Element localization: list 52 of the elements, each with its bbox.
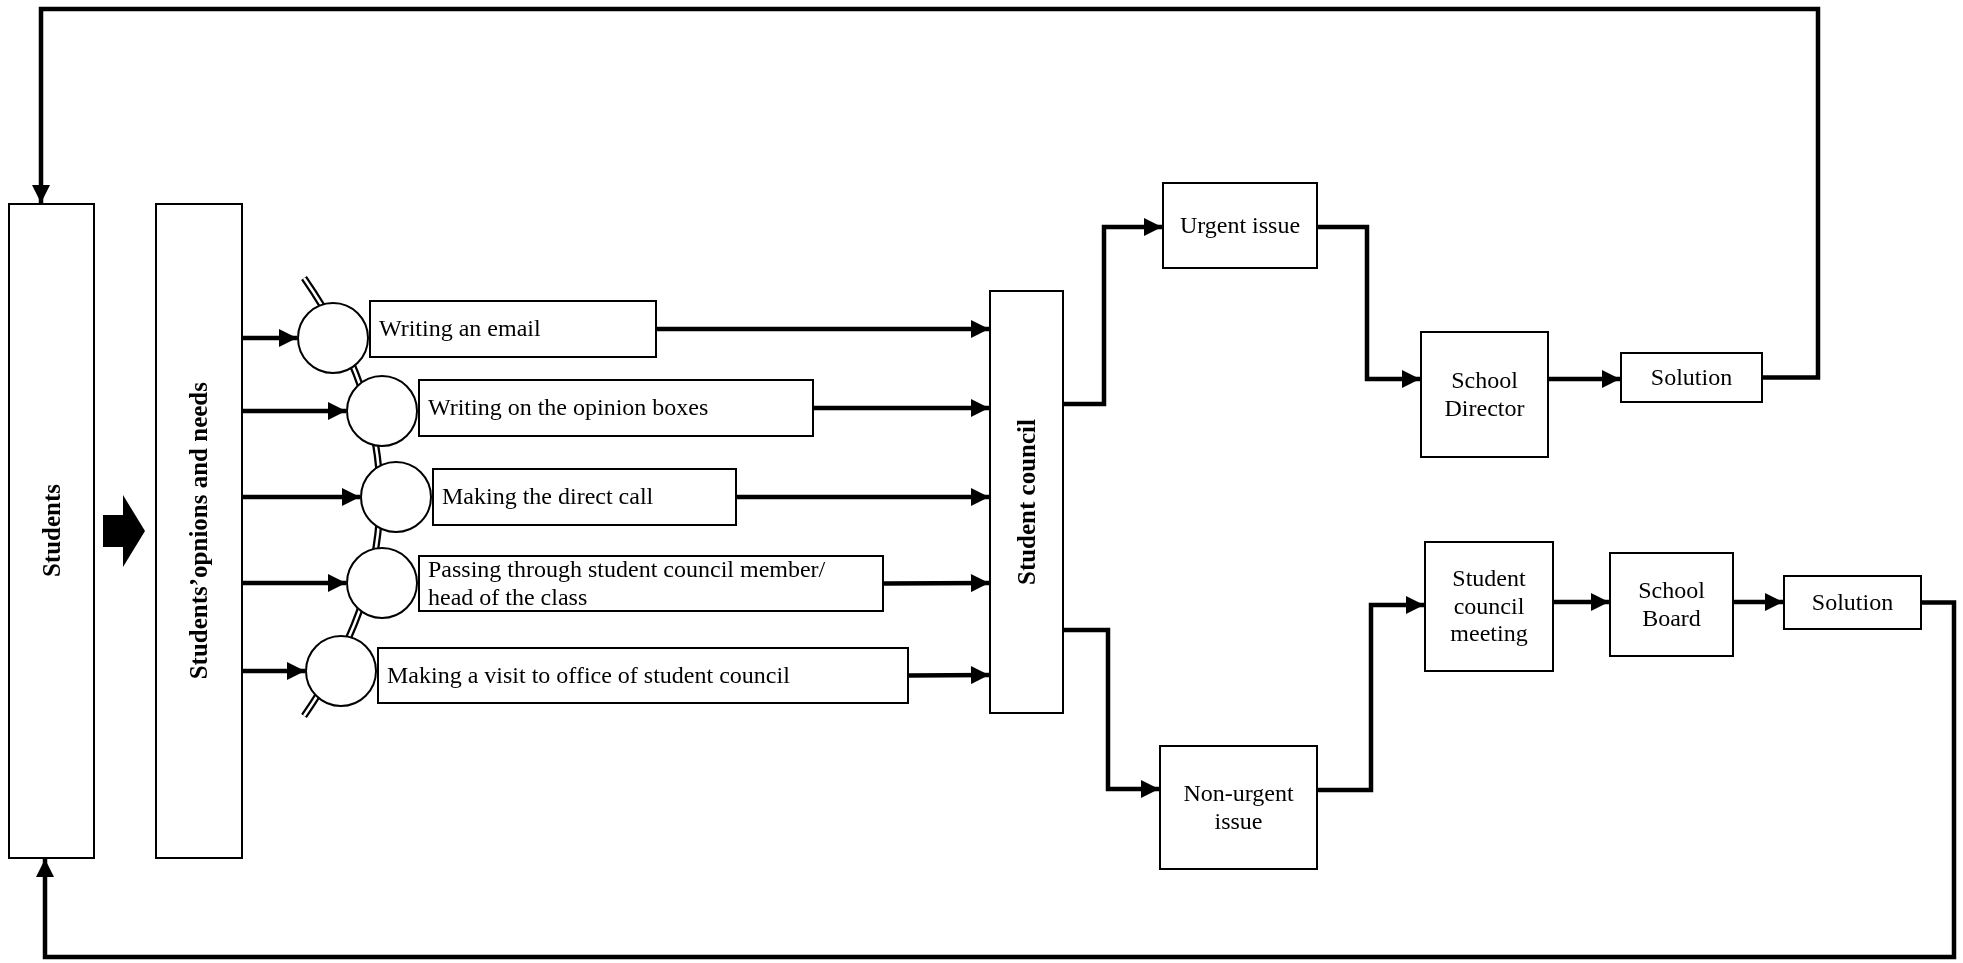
arrow xyxy=(737,488,989,506)
box-label: Passing through student council member/ head of the class xyxy=(428,555,827,612)
arrow xyxy=(243,488,360,506)
arrow xyxy=(36,600,1957,960)
arrow xyxy=(814,399,989,417)
process-box xyxy=(369,300,657,358)
box-label: School Board xyxy=(1637,576,1706,633)
process-box xyxy=(1159,745,1318,870)
arrow xyxy=(884,574,989,593)
process-box xyxy=(1424,541,1554,672)
process-box xyxy=(155,203,243,859)
process-box xyxy=(1620,352,1763,403)
arrow xyxy=(1734,593,1783,611)
arrow xyxy=(243,329,297,347)
process-box xyxy=(1783,575,1922,630)
arrow xyxy=(1318,596,1424,793)
process-box xyxy=(1609,552,1734,657)
arrow xyxy=(1318,224,1420,388)
process-box xyxy=(8,203,95,859)
box-label: Student council xyxy=(1012,419,1041,585)
process-box xyxy=(989,290,1064,714)
arrow xyxy=(909,666,989,685)
arrow xyxy=(1064,218,1162,407)
box-label: School Director xyxy=(1443,366,1526,423)
process-box xyxy=(1162,182,1318,269)
arrow xyxy=(32,6,1821,380)
box-label: Solution xyxy=(1650,363,1733,392)
box-label: Students’opnions and needs xyxy=(185,382,213,680)
box-label: Urgent issue xyxy=(1179,211,1301,240)
box-label: Solution xyxy=(1811,588,1894,617)
box-label: Non-urgent issue xyxy=(1182,779,1295,836)
arrow xyxy=(243,402,346,420)
box-label: Students xyxy=(37,484,66,578)
arrow xyxy=(243,662,305,680)
circle xyxy=(297,302,369,374)
arrow xyxy=(1549,370,1620,388)
box-label: Writing on the opinion boxes xyxy=(428,394,709,422)
box-label: Making a visit to office of student council xyxy=(387,661,790,690)
circle xyxy=(305,635,377,707)
block-arrow xyxy=(103,495,145,567)
arrow xyxy=(1554,593,1609,611)
box-label: Student council meeting xyxy=(1449,565,1529,648)
arrow xyxy=(657,320,989,338)
process-box xyxy=(1420,331,1549,458)
process-box xyxy=(432,468,737,526)
arrow xyxy=(243,574,346,592)
process-box xyxy=(377,647,909,704)
box-label: Making the direct call xyxy=(442,483,654,511)
circle xyxy=(360,461,432,533)
process-box xyxy=(418,379,814,437)
box-label: Writing an email xyxy=(379,315,541,343)
arrow xyxy=(1064,627,1159,798)
